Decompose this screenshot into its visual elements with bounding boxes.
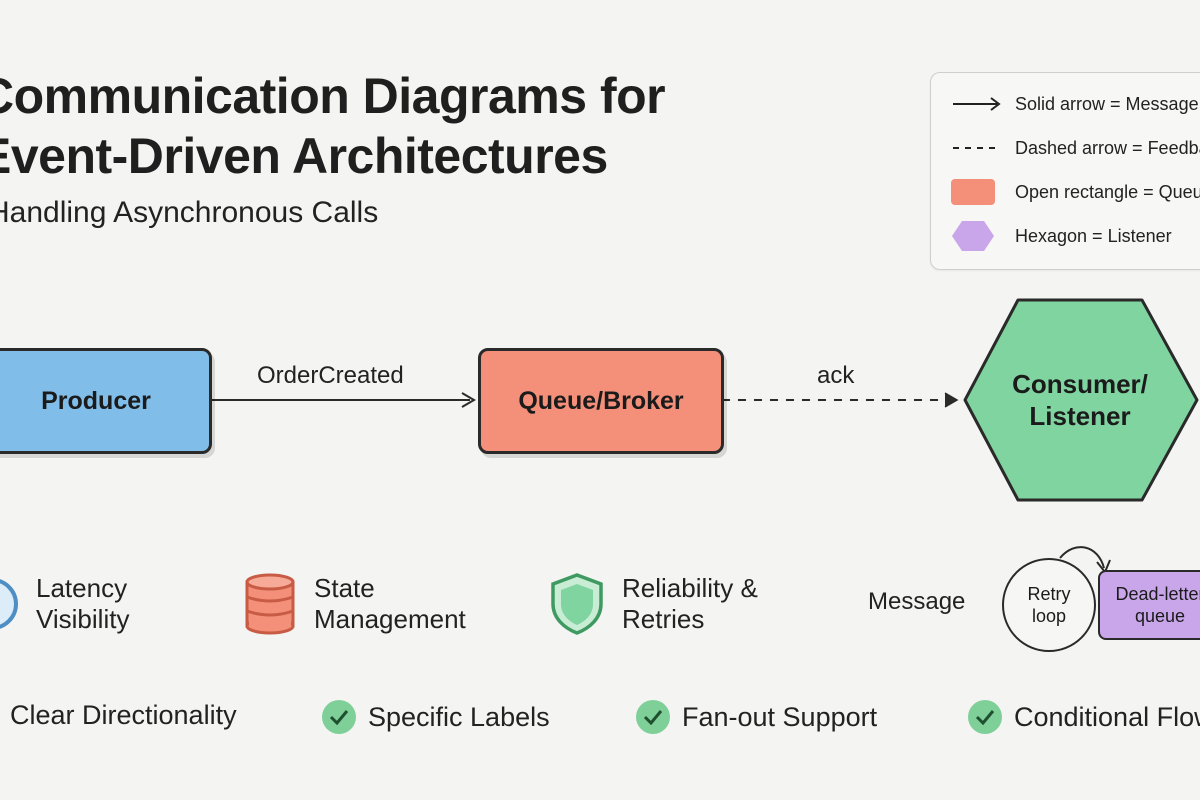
- retry-message-label: Message: [868, 588, 966, 615]
- legend-label: Solid arrow = Message: [1015, 93, 1199, 114]
- dlq-label: queue: [1134, 606, 1186, 626]
- legend-label: Hexagon = Listener: [1015, 225, 1172, 246]
- consumer-label-line-2: Listener: [1029, 401, 1131, 431]
- solid-arrow-icon: [951, 89, 1007, 119]
- queue-broker-node: Queue/Broker: [478, 348, 724, 454]
- producer-node: Producer: [0, 348, 212, 454]
- checklist-item: Clear Directionality: [10, 700, 237, 731]
- page-subtitle: Handling Asynchronous Calls: [0, 196, 379, 229]
- check-icon: [968, 700, 1002, 734]
- dashed-arrow-icon: [951, 133, 1007, 163]
- retry-loop-label: Retry: [1027, 584, 1071, 604]
- feature-label: Management: [314, 604, 466, 634]
- message-arrow: [208, 392, 476, 408]
- consumer-label-line-1: Consumer/: [1012, 369, 1148, 399]
- hexagon-shape: [963, 298, 1199, 502]
- hexagon-swatch-icon: [951, 221, 1007, 251]
- feature-state: State Management: [244, 572, 466, 636]
- stopwatch-icon: [0, 579, 18, 629]
- legend-item-solid-arrow: Solid arrow = Message: [951, 87, 1199, 121]
- legend-label: Dashed arrow = Feedback: [1015, 137, 1200, 158]
- checklist-label: Specific Labels: [368, 701, 550, 732]
- feature-label: Latency: [36, 573, 128, 603]
- feature-label: Retries: [622, 604, 705, 634]
- feature-latency: Latency Visibility: [0, 572, 129, 636]
- feature-label: Visibility: [36, 604, 130, 634]
- feature-label: State: [314, 573, 375, 603]
- shield-icon: [551, 573, 603, 635]
- feedback-edge-label: ack: [817, 362, 855, 389]
- checklist-item: Specific Labels: [322, 700, 550, 734]
- checklist-label: Conditional Flows: [1014, 701, 1200, 732]
- consumer-listener-node: Consumer/ Listener: [962, 297, 1200, 503]
- feature-label: Reliability &: [622, 573, 758, 603]
- rectangle-swatch-icon: [951, 179, 995, 205]
- legend-panel: Solid arrow = Message Dashed arrow = Fee…: [930, 72, 1200, 270]
- retry-loop-label: loop: [1031, 606, 1066, 626]
- feature-reliability: Reliability & Retries: [548, 572, 758, 636]
- checklist-label: Clear Directionality: [10, 700, 237, 730]
- legend-item-dashed-arrow: Dashed arrow = Feedback: [951, 131, 1200, 165]
- legend-label: Open rectangle = Queue: [1015, 181, 1200, 202]
- checklist-item: Conditional Flows: [968, 700, 1200, 734]
- database-icon: [245, 573, 295, 635]
- checklist-label: Fan-out Support: [682, 701, 878, 732]
- legend-item-listener: Hexagon = Listener: [951, 219, 1172, 253]
- dlq-label: Dead-letter: [1115, 584, 1200, 604]
- feedback-arrow: [722, 392, 959, 408]
- page-title: Communication Diagrams for Event-Driven …: [0, 66, 666, 186]
- check-icon: [636, 700, 670, 734]
- dead-letter-queue-node: Dead-letter queue: [1098, 570, 1200, 640]
- legend-item-queue: Open rectangle = Queue: [951, 175, 1200, 209]
- checklist-item: Fan-out Support: [636, 700, 877, 734]
- retry-loop-node: Retry loop: [1002, 558, 1096, 652]
- message-edge-label: OrderCreated: [257, 362, 404, 389]
- title-line-1: Communication Diagrams for: [0, 68, 666, 124]
- check-icon: [322, 700, 356, 734]
- title-line-2: Event-Driven Architectures: [0, 128, 608, 184]
